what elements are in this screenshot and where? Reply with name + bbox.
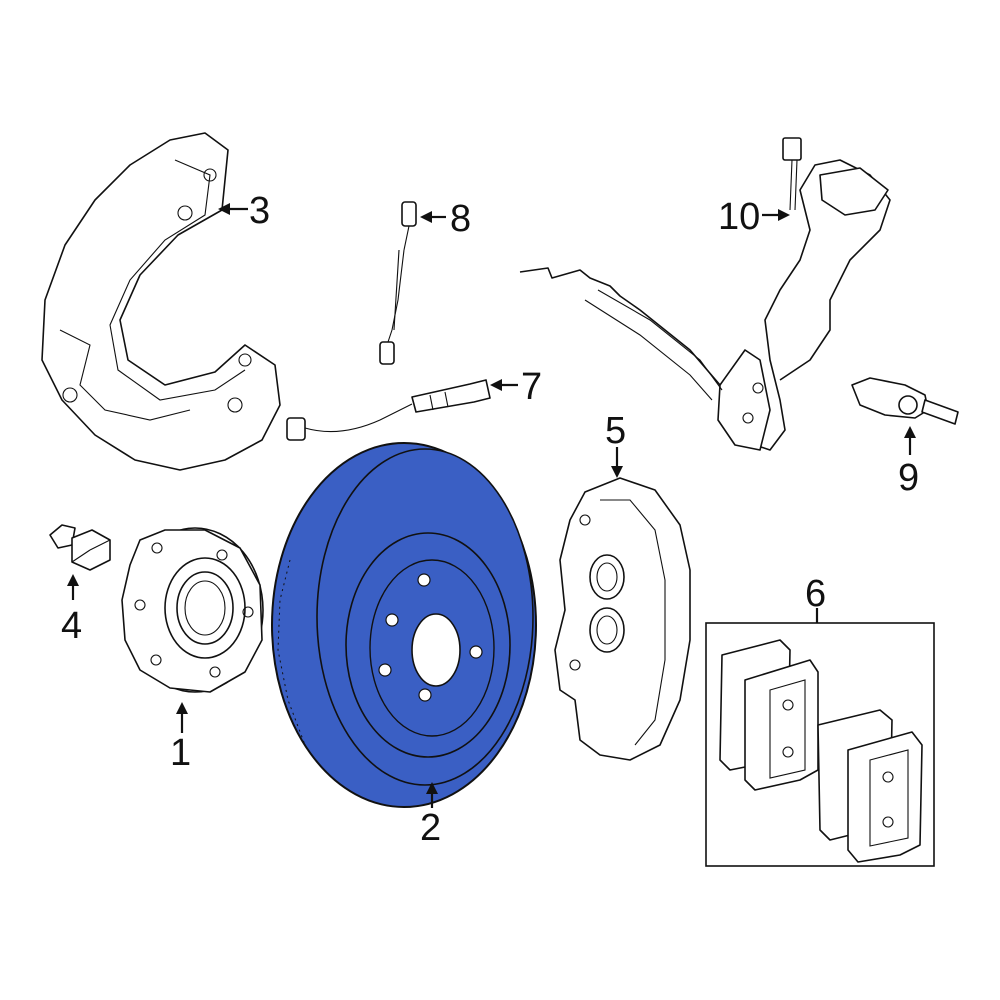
wheel-hub-bearing-part[interactable] [121, 527, 264, 693]
wear-sensor-rear-part[interactable] [379, 201, 417, 365]
callout-9: 9 [898, 457, 919, 499]
splash-shield-part[interactable] [41, 132, 281, 471]
hose-bracket-part[interactable] [519, 137, 891, 451]
callout-3: 3 [249, 190, 270, 232]
callout-8: 8 [450, 198, 471, 240]
brake-rotor-part[interactable] [271, 442, 537, 808]
brake-pads-part[interactable] [705, 622, 935, 867]
brake-caliper-part[interactable] [554, 477, 691, 761]
callout-7: 7 [521, 366, 542, 408]
hub-bolt-part[interactable] [49, 524, 111, 571]
connector-part[interactable] [851, 377, 959, 425]
wear-sensor-part[interactable] [286, 379, 491, 441]
callout-6: 6 [805, 573, 826, 615]
callout-1: 1 [170, 732, 191, 774]
callout-5: 5 [605, 410, 626, 452]
callout-10: 10 [718, 196, 760, 238]
callout-2: 2 [420, 807, 441, 849]
callout-4: 4 [61, 605, 82, 647]
callout-arrows [67, 203, 916, 808]
